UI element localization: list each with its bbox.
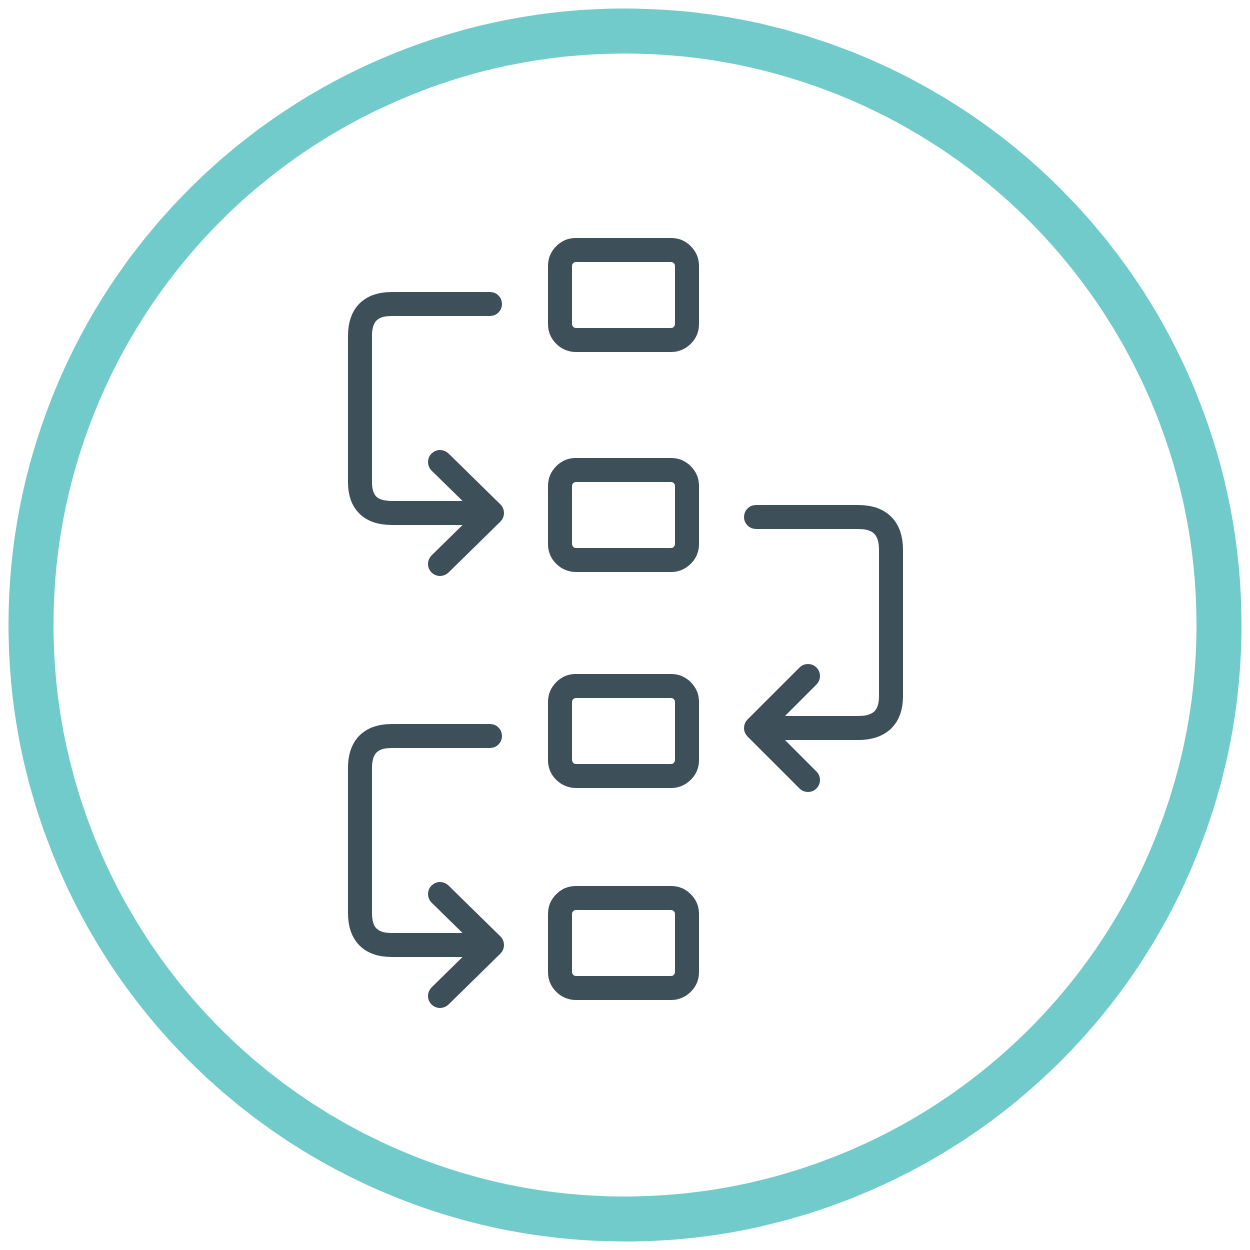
- arrow-step-2-to-3: [744, 505, 903, 792]
- step-box-1: [548, 238, 699, 352]
- arrow-step-1-to-2: [348, 292, 504, 576]
- arrow-step-3-to-4: [348, 724, 504, 1008]
- step-box-3: [548, 674, 699, 788]
- step-box-4: [548, 886, 699, 1000]
- step-box-2: [548, 458, 699, 572]
- outer-ring: [8, 8, 1242, 1242]
